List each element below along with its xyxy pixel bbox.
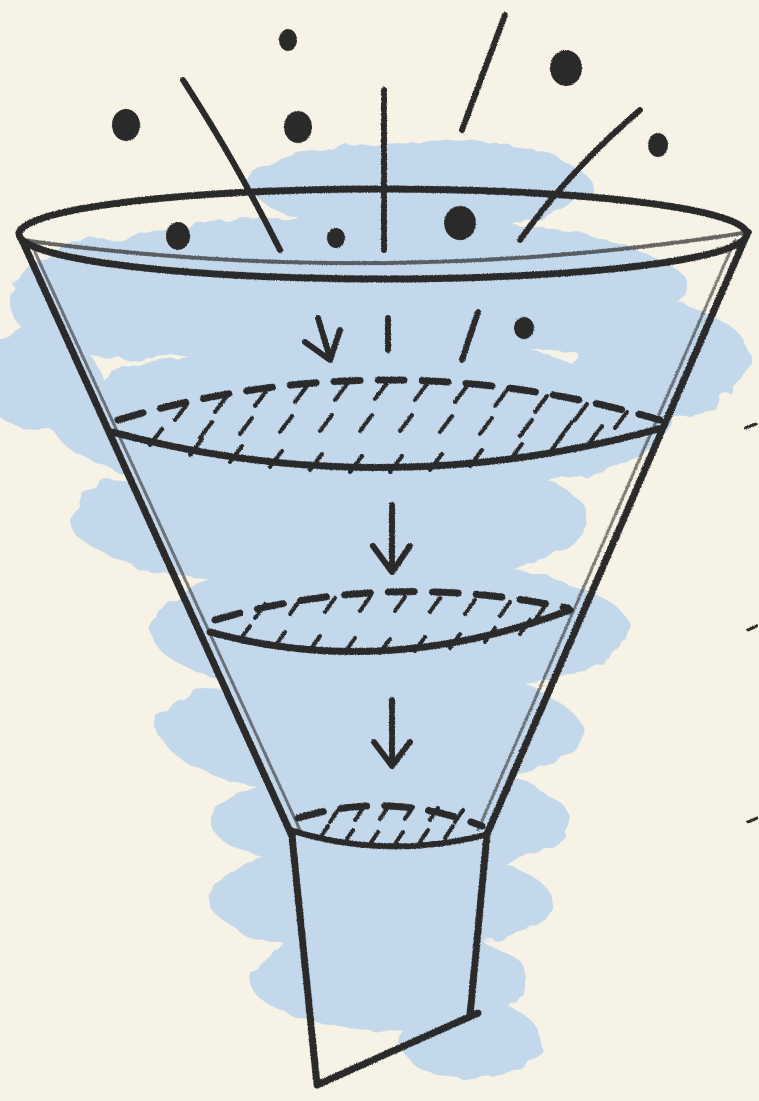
edge-ticks <box>745 424 757 822</box>
